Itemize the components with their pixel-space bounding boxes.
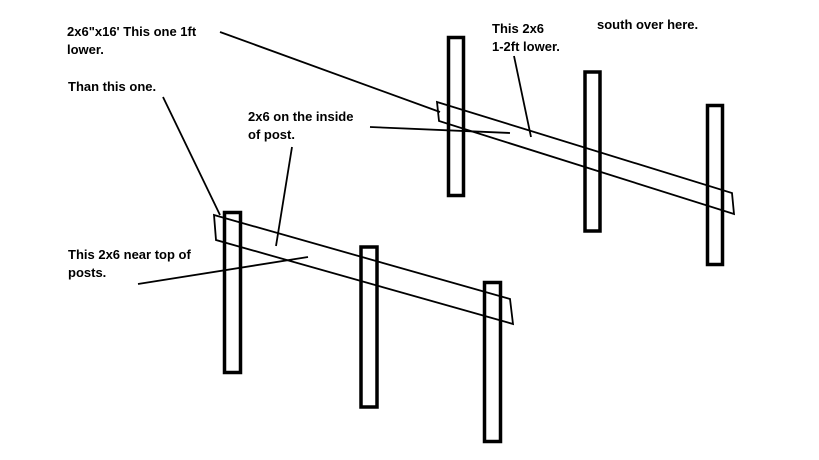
label-line: This 2x6 near top of bbox=[68, 247, 191, 262]
pointer-board-far bbox=[219, 31, 441, 113]
post-front-1 bbox=[222, 210, 243, 375]
post-back-1 bbox=[446, 35, 466, 198]
post-front-3 bbox=[482, 280, 503, 444]
label-line: This 2x6 bbox=[492, 21, 545, 36]
pointer-near-top bbox=[137, 256, 309, 285]
label-line: posts. bbox=[68, 265, 107, 280]
label-board-right-lower: This 2x6 1-2ft lower. bbox=[492, 20, 560, 56]
label-line: 1-2ft lower. bbox=[492, 39, 560, 54]
post-front-2 bbox=[359, 245, 379, 409]
board-front-2x6 bbox=[212, 213, 515, 326]
board-back-2x6 bbox=[435, 100, 736, 216]
label-south: south over here. bbox=[597, 16, 698, 34]
pointer-inside-post bbox=[369, 126, 511, 134]
label-line: 2x6"x16' This one 1ft bbox=[67, 24, 197, 39]
label-board-far-length: 2x6"x16' This one 1ft lower. bbox=[67, 23, 196, 59]
post-back-3 bbox=[705, 103, 725, 267]
label-line: of post. bbox=[248, 127, 295, 142]
label-board-near-top: This 2x6 near top of posts. bbox=[68, 246, 191, 282]
label-than-this-one: Than this one. bbox=[68, 78, 156, 96]
pointer-board-lower bbox=[513, 55, 532, 138]
label-board-inside-post: 2x6 on the inside of post. bbox=[248, 108, 353, 144]
label-line: Than this one. bbox=[68, 79, 157, 94]
pointer-inside-post-down bbox=[275, 146, 293, 247]
label-line: south over here. bbox=[597, 17, 699, 32]
pointer-than-this-one bbox=[162, 96, 221, 216]
label-line: lower. bbox=[67, 42, 104, 57]
label-line: 2x6 on the inside bbox=[248, 109, 354, 124]
